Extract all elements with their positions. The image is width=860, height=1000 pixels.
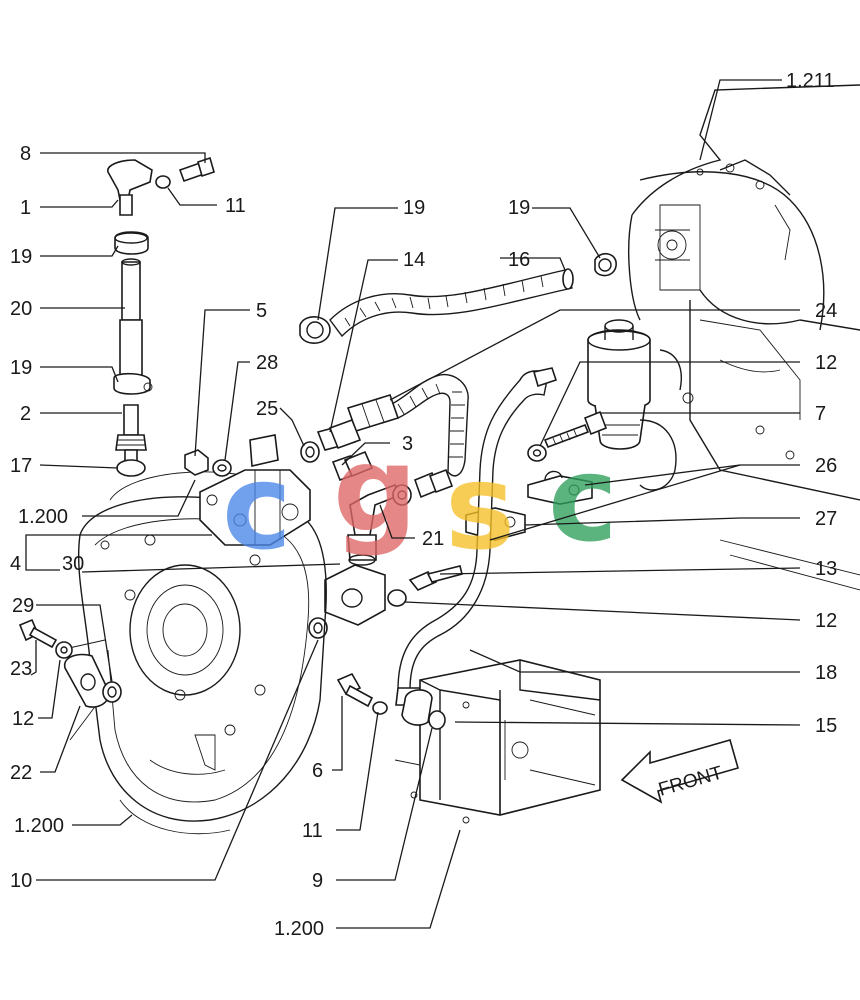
callout-11-bottom: 11 xyxy=(302,820,323,842)
tee-21-drawing xyxy=(349,468,454,536)
callout-1-200-middle: 1.200 xyxy=(14,815,64,837)
callout-1-200-upper: 1.200 xyxy=(18,506,68,528)
callout-23: 23 xyxy=(10,658,32,680)
callout-4: 4 xyxy=(10,553,21,575)
callout-16: 16 xyxy=(508,249,530,271)
washer-12-left xyxy=(55,641,73,659)
line-art: FRONT xyxy=(18,84,860,835)
callout-14: 14 xyxy=(403,249,425,271)
union-5-drawing xyxy=(184,449,232,477)
clamp-19-left-drawing xyxy=(299,316,331,344)
washer-12-upper xyxy=(527,444,547,462)
callout-19-left-upper: 19 xyxy=(10,246,32,268)
washer-12-upper-hole xyxy=(532,449,542,457)
callout-25: 25 xyxy=(256,398,278,420)
callout-7: 7 xyxy=(815,403,826,425)
washer-12-middle xyxy=(387,589,407,607)
callout-2: 2 xyxy=(20,403,31,425)
pipe-24-drawing xyxy=(346,373,469,477)
callout-1: 1 xyxy=(20,197,31,219)
callout-19-left-lower: 19 xyxy=(10,357,32,379)
callout-30: 30 xyxy=(62,553,84,575)
callout-29: 29 xyxy=(12,595,34,617)
callout-10: 10 xyxy=(10,870,32,892)
callout-26: 26 xyxy=(815,455,837,477)
callout-24: 24 xyxy=(815,300,837,322)
fitting-3-drawing xyxy=(331,450,374,482)
clamp-19-right-drawing xyxy=(594,253,617,277)
callout-15: 15 xyxy=(815,715,837,737)
filter-fitting-drawing xyxy=(587,319,694,491)
callout-27: 27 xyxy=(815,508,837,530)
engine-housing-drawing xyxy=(628,84,860,591)
callout-1-211: 1.211 xyxy=(786,70,835,92)
front-arrow: FRONT xyxy=(620,739,739,804)
callout-22: 22 xyxy=(10,762,32,784)
callout-18: 18 xyxy=(815,662,837,684)
bolt-23-drawing xyxy=(18,618,58,649)
callout-21: 21 xyxy=(422,528,444,550)
callout-17: 17 xyxy=(10,455,32,477)
callout-13: 13 xyxy=(815,558,837,580)
cover-22-drawing xyxy=(64,653,122,708)
callout-12-left: 12 xyxy=(12,708,34,730)
callout-labels: 8 11 1 19 20 19 2 17 1.200 4 30 29 23 12… xyxy=(10,70,837,940)
pump-drawing xyxy=(394,659,601,824)
elbow-30-drawing xyxy=(347,534,377,566)
callout-8: 8 xyxy=(20,143,31,165)
watermark-letter-c1: c xyxy=(222,438,292,576)
callout-12-right-lower: 12 xyxy=(815,610,837,632)
callout-9: 9 xyxy=(312,870,323,892)
screen-assembly-drawing xyxy=(107,156,215,477)
callout-19-top-left: 19 xyxy=(403,197,425,219)
callout-20: 20 xyxy=(10,298,32,320)
callout-11-top: 11 xyxy=(225,195,246,217)
bolt-7-drawing xyxy=(543,410,608,449)
callout-12-right-upper: 12 xyxy=(815,352,837,374)
callout-1-200-lower: 1.200 xyxy=(274,918,324,940)
callout-28: 28 xyxy=(256,352,278,374)
hose-16-drawing xyxy=(329,268,574,338)
callout-3: 3 xyxy=(402,433,413,455)
callout-5: 5 xyxy=(256,300,267,322)
fitting-14-drawing xyxy=(300,418,362,463)
flange-block-drawing xyxy=(308,564,386,639)
callout-19-top-right: 19 xyxy=(508,197,530,219)
clamp-26-drawing xyxy=(527,470,593,505)
watermark-letter-s: s xyxy=(445,438,515,576)
leader-lines xyxy=(25,79,801,929)
watermark: c g s c xyxy=(222,420,618,576)
bolt-6-drawing xyxy=(336,672,388,715)
watermark-letter-c2: c xyxy=(548,430,618,568)
valve-block-drawing xyxy=(199,434,311,546)
callout-6: 6 xyxy=(312,760,323,782)
